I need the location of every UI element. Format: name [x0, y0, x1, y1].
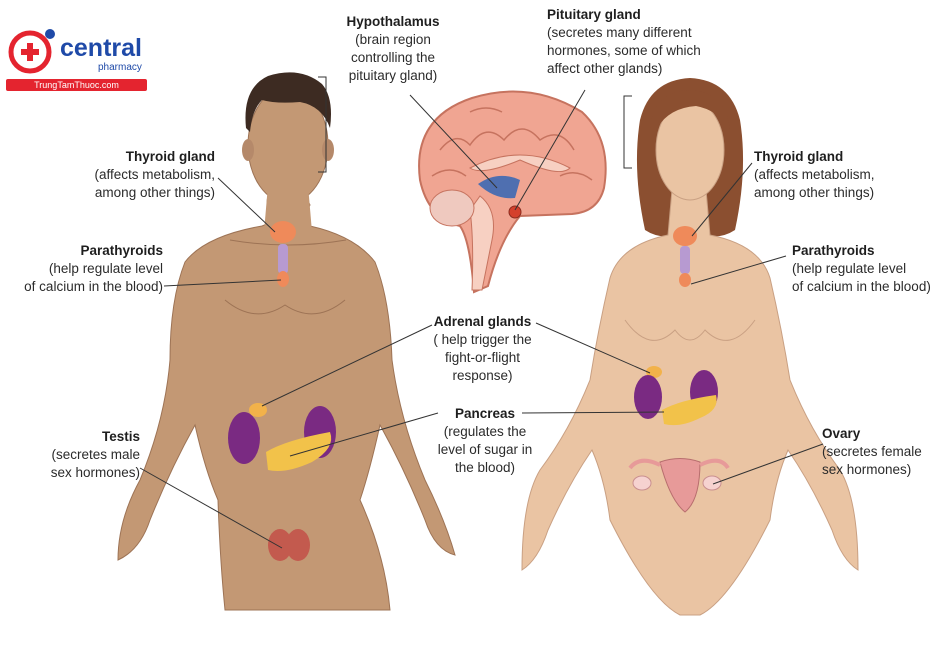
label-desc: of calcium in the blood) [792, 279, 931, 294]
leader-thyroid-right [691, 162, 753, 237]
label-desc: (secretes female [822, 444, 922, 459]
male-neck [264, 185, 312, 232]
female-ovary-left [632, 475, 652, 491]
male-adrenal [249, 403, 267, 417]
label-title: Parathyroids [792, 243, 875, 258]
male-collar-line [229, 239, 347, 246]
logo-brand: central [60, 34, 142, 62]
label-desc: (affects metabolism, [94, 167, 215, 182]
label-title: Parathyroids [80, 243, 163, 258]
label-title: Ovary [822, 426, 861, 441]
label-title: Testis [101, 429, 140, 444]
label-desc: the blood) [454, 460, 516, 475]
label-title: Thyroid gland [125, 149, 215, 164]
bracket-left [318, 76, 327, 173]
male-testis-right [286, 529, 310, 561]
label-desc: response) [452, 368, 513, 383]
label-adrenal: Adrenal glands ( help trigger the fight-… [420, 313, 545, 385]
male-parathyroid [277, 271, 289, 287]
female-trachea [680, 246, 690, 274]
label-pancreas: Pancreas (regulates the level of sugar i… [430, 405, 540, 477]
leader-thyroid-left [217, 177, 276, 233]
bracket-right [623, 95, 632, 169]
logo-subtitle: pharmacy [98, 62, 142, 73]
leader-pancreas-female [521, 411, 665, 414]
male-thyroid [270, 221, 296, 243]
male-ear-left [242, 139, 254, 161]
label-parathyroids-right: Parathyroids (help regulate level of cal… [792, 242, 947, 296]
female-hair-front [650, 90, 730, 130]
male-hair [245, 72, 331, 132]
label-desc: fight-or-flight [444, 350, 521, 365]
label-desc: hormones, some of which [547, 43, 701, 58]
male-testis-left [268, 529, 292, 561]
label-ovary: Ovary (secretes female sex hormones) [822, 425, 942, 479]
leader-ovary [712, 443, 824, 485]
leader-adrenal-male [261, 324, 433, 407]
female-tubes [628, 458, 730, 470]
female-uterus [659, 458, 701, 513]
cerebellum [429, 189, 475, 227]
label-desc: of calcium in the blood) [24, 279, 163, 294]
label-desc: affect other glands) [547, 61, 663, 76]
label-desc: sex hormones) [822, 462, 912, 477]
label-desc: ( help trigger the [433, 332, 532, 347]
label-parathyroids-left: Parathyroids (help regulate level of cal… [8, 242, 163, 296]
label-desc: among other things) [94, 185, 215, 200]
label-desc: among other things) [754, 185, 875, 200]
female-adrenal [646, 366, 662, 378]
female-thyroid [673, 226, 697, 246]
label-thyroid-left: Thyroid gland (affects metabolism, among… [70, 148, 215, 202]
logo-site: TrungTamThuoc.com [6, 79, 147, 91]
male-kidney-left [228, 412, 260, 464]
female-kidney-left [634, 375, 662, 419]
male-pancreas [266, 432, 332, 471]
brain-folds [431, 107, 593, 181]
female-body [521, 78, 859, 616]
hypothalamus-shape [478, 175, 520, 199]
label-desc: controlling the [350, 50, 436, 65]
female-ovary-right [702, 475, 722, 491]
label-desc: pituitary gland) [348, 68, 438, 83]
leader-adrenal-female [535, 322, 651, 374]
label-desc: (secretes male [51, 447, 140, 462]
leader-pituitary [514, 89, 586, 211]
brainstem [469, 195, 494, 291]
label-thyroid-right: Thyroid gland (affects metabolism, among… [754, 148, 899, 202]
brain-illustration [418, 90, 607, 294]
label-desc: (secretes many different [547, 25, 692, 40]
leader-testis [139, 467, 283, 549]
label-desc: (affects metabolism, [754, 167, 875, 182]
label-title: Hypothalamus [346, 14, 440, 29]
leader-parathyroids-left [163, 279, 282, 287]
leader-parathyroids-right [690, 255, 787, 285]
male-silhouette [117, 184, 456, 611]
female-parathyroid [679, 273, 691, 287]
label-title: Pituitary gland [547, 7, 641, 22]
label-desc: sex hormones) [50, 465, 140, 480]
leader-pancreas-male [289, 412, 439, 457]
leader-lines [139, 89, 824, 549]
pituitary-dot [508, 205, 522, 219]
male-trachea [278, 244, 288, 274]
label-desc: (brain region [355, 32, 431, 47]
label-title: Thyroid gland [754, 149, 844, 164]
label-desc: (help regulate level [48, 261, 163, 276]
leader-hypothalamus [409, 94, 498, 189]
label-testis: Testis (secretes male sex hormones) [35, 428, 140, 482]
label-title: Adrenal glands [433, 314, 532, 329]
label-desc: level of sugar in [437, 442, 533, 457]
label-desc: (help regulate level [792, 261, 907, 276]
label-hypothalamus: Hypothalamus (brain region controlling t… [328, 13, 458, 85]
logo-cross-icon [8, 29, 55, 74]
male-chest-line [224, 299, 346, 315]
label-title: Pancreas [454, 406, 516, 421]
female-chest-line [624, 319, 756, 341]
female-pancreas [662, 395, 717, 426]
male-ear-right [322, 139, 334, 161]
label-pituitary: Pituitary gland (secretes many different… [547, 6, 722, 78]
label-desc: (regulates the [443, 424, 527, 439]
